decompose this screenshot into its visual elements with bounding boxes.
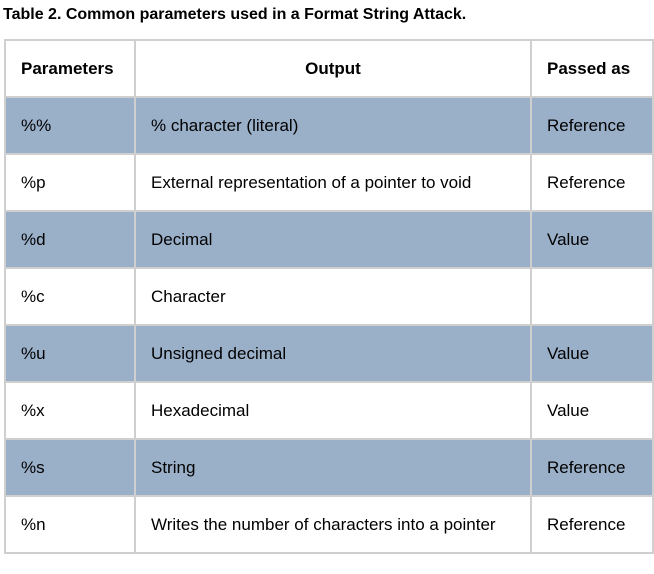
parameter-cell: %d: [4, 210, 136, 269]
header-row: Parameters Output Passed as: [4, 39, 654, 98]
output-cell: Character: [134, 267, 532, 326]
table-row: %u Unsigned decimal Value: [4, 324, 654, 383]
passed-as-cell: [530, 267, 654, 326]
passed-as-cell: Reference: [530, 438, 654, 497]
output-cell: Decimal: [134, 210, 532, 269]
output-cell: % character (literal): [134, 96, 532, 155]
passed-as-cell: Reference: [530, 495, 654, 554]
table-row: %% % character (literal) Reference: [4, 96, 654, 155]
parameter-cell: %p: [4, 153, 136, 212]
header-output: Output: [134, 39, 532, 98]
table-row: %s String Reference: [4, 438, 654, 497]
parameter-cell: %u: [4, 324, 136, 383]
table-row: %n Writes the number of characters into …: [4, 495, 654, 554]
parameter-cell: %c: [4, 267, 136, 326]
output-cell: String: [134, 438, 532, 497]
table-row: %c Character: [4, 267, 654, 326]
output-cell: Unsigned decimal: [134, 324, 532, 383]
table-row: %p External representation of a pointer …: [4, 153, 654, 212]
parameter-cell: %n: [4, 495, 136, 554]
table-caption: Table 2. Common parameters used in a For…: [3, 6, 467, 23]
output-cell: External representation of a pointer to …: [134, 153, 532, 212]
passed-as-cell: Value: [530, 324, 654, 383]
output-cell: Hexadecimal: [134, 381, 532, 440]
header-passed-as: Passed as: [530, 39, 654, 98]
parameter-cell: %s: [4, 438, 136, 497]
passed-as-cell: Reference: [530, 96, 654, 155]
header-parameters: Parameters: [4, 39, 136, 98]
output-cell: Writes the number of characters into a p…: [134, 495, 532, 554]
passed-as-cell: Reference: [530, 153, 654, 212]
parameter-cell: %x: [4, 381, 136, 440]
table-row: %x Hexadecimal Value: [4, 381, 654, 440]
table-row: %d Decimal Value: [4, 210, 654, 269]
parameters-table: Parameters Output Passed as %% % charact…: [4, 39, 654, 554]
passed-as-cell: Value: [530, 210, 654, 269]
parameter-cell: %%: [4, 96, 136, 155]
passed-as-cell: Value: [530, 381, 654, 440]
